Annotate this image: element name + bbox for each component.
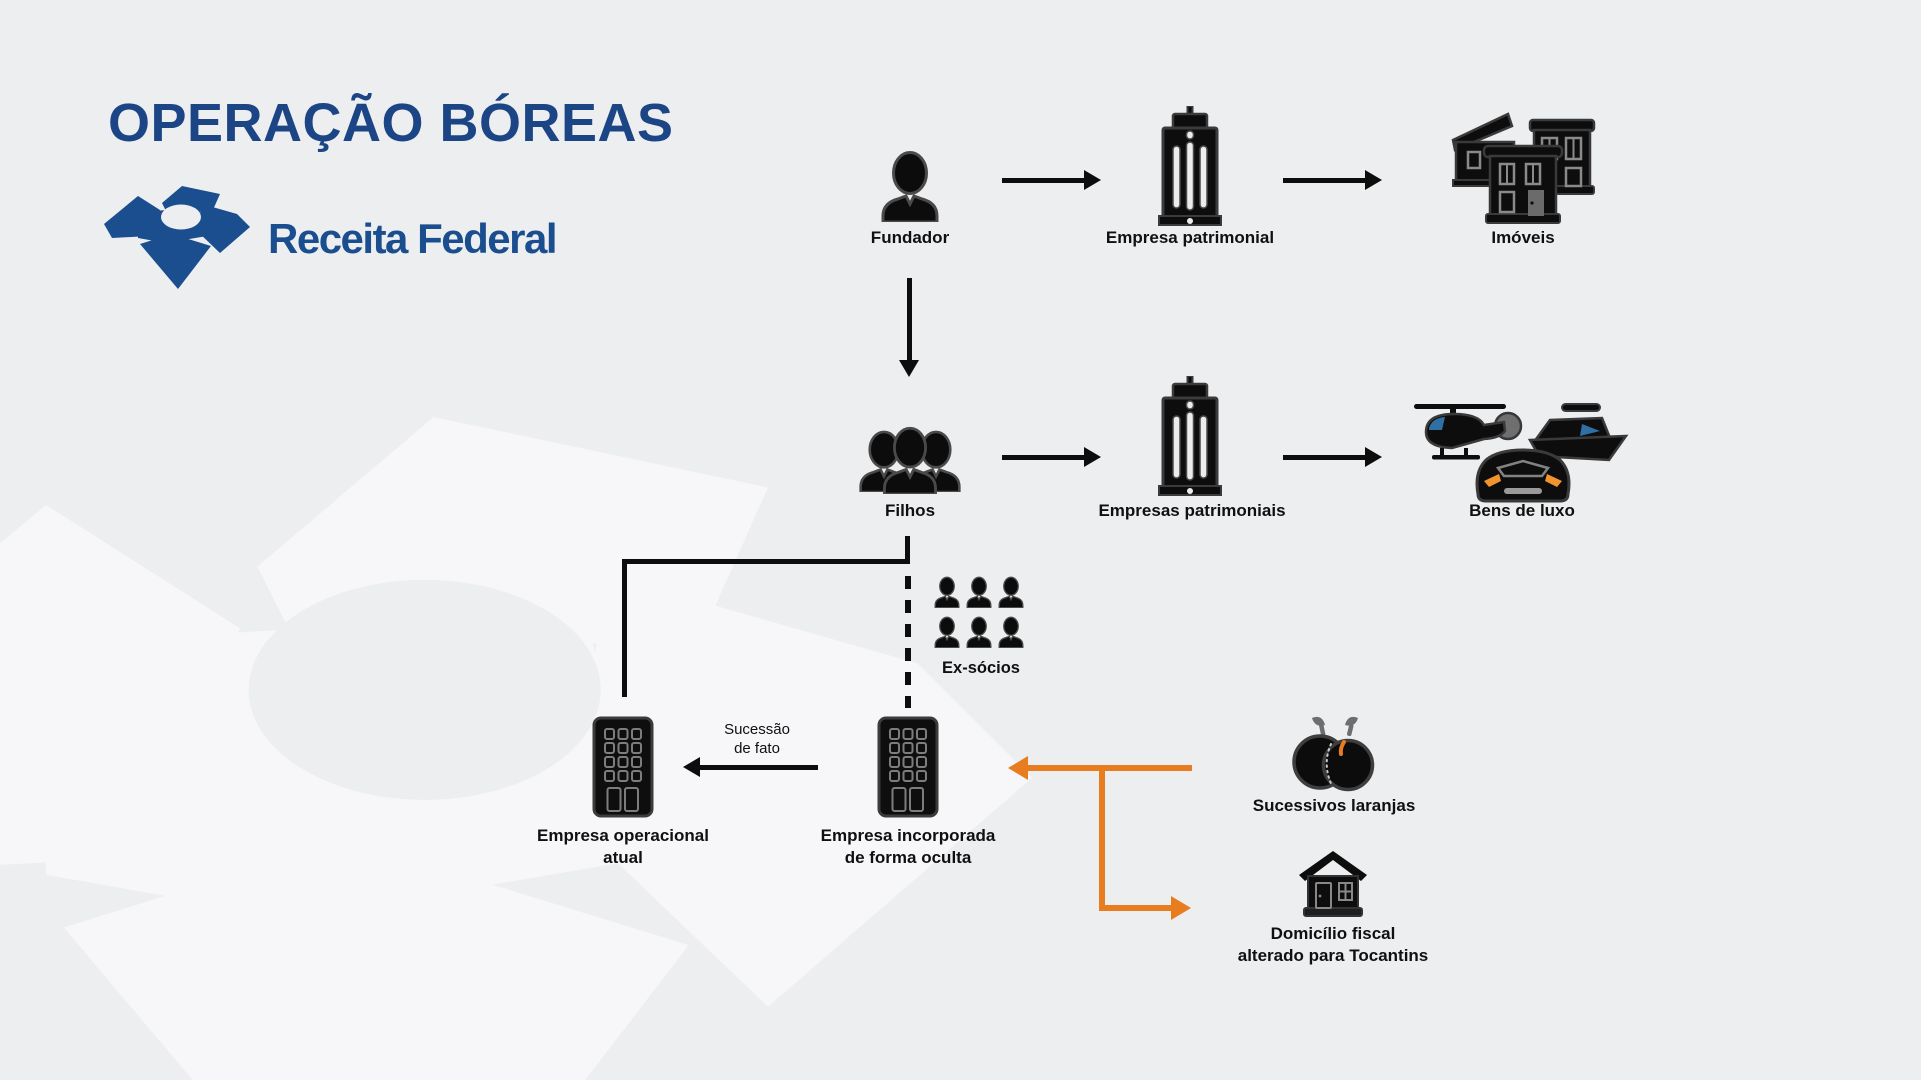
empresa-incorporada-building-icon (877, 716, 939, 818)
fundador-label: Fundador (870, 228, 950, 247)
sports-car-icon (1475, 448, 1571, 503)
sucessao-de-fato-label: Sucessão de fato (724, 721, 790, 757)
helicopter-icon (1414, 404, 1523, 460)
dashed-connector-filhos-to-empresa-incorporada (905, 576, 911, 708)
empresa-incorporada-label: Empresa incorporada de forma oculta (820, 826, 996, 867)
filhos-label: Filhos (884, 501, 936, 520)
empresa-patrimonial-label: Empresa patrimonial (1105, 228, 1275, 247)
fundador-person-icon (878, 148, 942, 222)
ex-socios-group-icon (934, 576, 1024, 648)
imoveis-buildings-icon (1451, 112, 1596, 224)
receita-federal-logo (104, 186, 250, 292)
oranges-icon (1292, 716, 1375, 792)
empresa-operacional-label: Empresa operacional atual (537, 826, 709, 867)
empresas-patrimoniais-label: Empresas patrimoniais (1098, 501, 1286, 520)
empresas-patrimoniais-building-icon (1158, 376, 1222, 496)
empresa-operacional-building-icon (592, 716, 654, 818)
page-title: OPERAÇÃO BÓREAS (108, 93, 674, 153)
ex-socios-label: Ex-sócios (942, 659, 1020, 677)
brand-wordmark: Receita Federal (268, 215, 558, 262)
house-icon (1299, 851, 1367, 917)
yacht-icon (1527, 403, 1629, 462)
bens-de-luxo-label: Bens de luxo (1469, 501, 1575, 520)
receita-federal-watermark (0, 417, 1032, 1080)
filhos-group-icon (859, 426, 961, 494)
imoveis-label: Imóveis (1491, 228, 1555, 247)
domicilio-fiscal-label: Domicílio fiscal alterado para Tocantins (1237, 924, 1429, 965)
bens-de-luxo-icons (1414, 403, 1629, 503)
empresa-patrimonial-building-icon (1158, 106, 1222, 226)
sucessivos-laranjas-label: Sucessivos laranjas (1252, 796, 1416, 815)
